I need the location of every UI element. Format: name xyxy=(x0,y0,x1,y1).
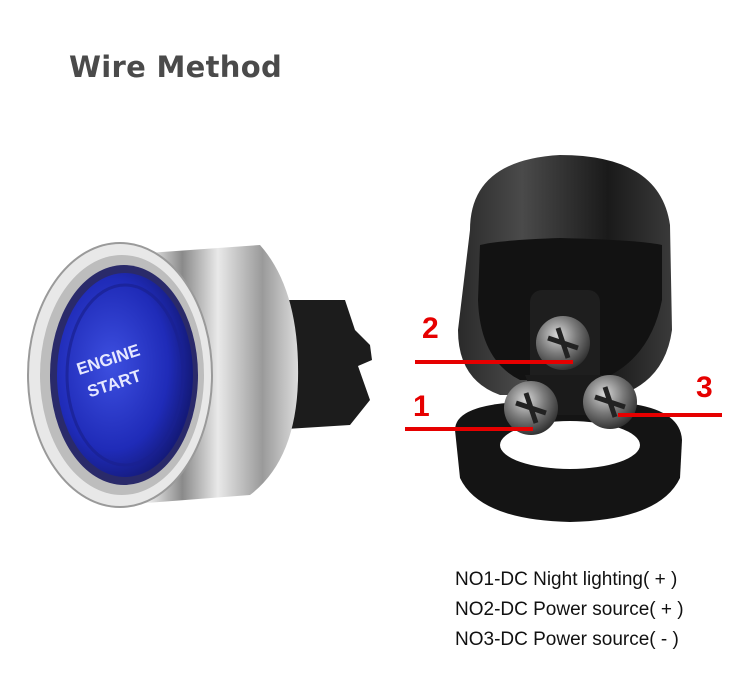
legend-item-no1: NO1-DC Night lighting( + ) xyxy=(455,569,678,590)
engine-start-button-photo: ENGINE START xyxy=(27,242,372,508)
callout-number-3: 3 xyxy=(696,371,713,404)
page-title: Wire Method xyxy=(69,50,283,84)
legend-item-no3: NO3-DC Power source( - ) xyxy=(455,629,679,650)
callout-line-1 xyxy=(405,427,533,431)
legend-item-no2: NO2-DC Power source( + ) xyxy=(455,599,684,620)
callout-number-1: 1 xyxy=(413,390,430,423)
callout-line-3 xyxy=(618,413,722,417)
wiring-legend: NO1-DC Night lighting( + ) NO2-DC Power … xyxy=(455,565,684,655)
terminal-photo xyxy=(405,155,722,522)
callout-number-2: 2 xyxy=(422,312,439,345)
callout-line-2 xyxy=(415,360,573,364)
